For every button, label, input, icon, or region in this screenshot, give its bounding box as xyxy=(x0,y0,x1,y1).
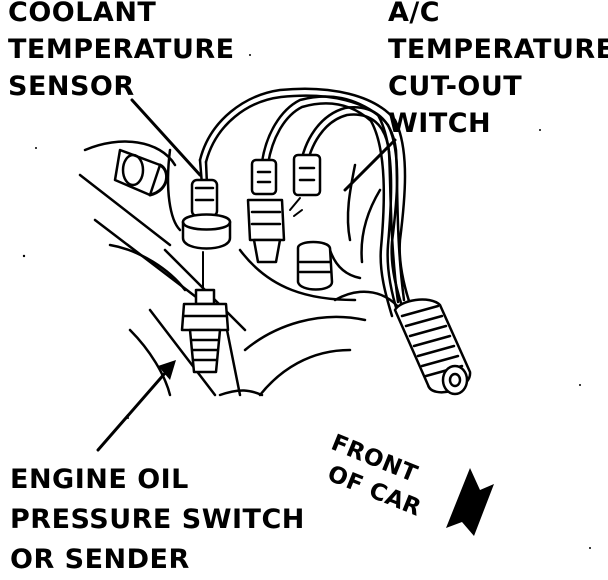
coolant-temp-sensor xyxy=(181,178,232,291)
oil-pressure-switch xyxy=(180,288,230,374)
front-arrow-icon xyxy=(446,468,494,536)
oil-switch-label: ENGINE OIL PRESSURE SWITCH OR SENDER xyxy=(10,460,305,580)
coolant-sensor-label: COOLANT TEMPERATURE SENSOR xyxy=(8,0,235,105)
label-line: WITCH xyxy=(388,108,492,139)
coolant-leader-line xyxy=(130,98,202,177)
label-line: A/C xyxy=(388,0,441,28)
label-line: TEMPERATURE xyxy=(8,34,235,65)
harness-coil xyxy=(393,298,472,396)
label-line: ENGINE OIL xyxy=(10,464,189,495)
label-line: COOLANT xyxy=(8,0,157,28)
leader-arrow-icon xyxy=(96,360,176,452)
ac-cutout-switch xyxy=(246,153,334,291)
tube-fitting xyxy=(113,148,169,197)
engine-block xyxy=(78,140,407,397)
label-line: OR SENDER xyxy=(10,544,190,575)
label-line: SENSOR xyxy=(8,71,135,102)
ac-leader-line xyxy=(343,138,397,192)
scan-specks xyxy=(22,54,591,549)
ac-switch-label: A/C TEMPERATURE CUT-OUT WITCH xyxy=(388,0,608,142)
leader-lines xyxy=(130,98,397,192)
label-line: PRESSURE SWITCH xyxy=(10,504,305,535)
label-line: TEMPERATURE xyxy=(388,34,608,65)
label-line: CUT-OUT xyxy=(388,71,523,102)
